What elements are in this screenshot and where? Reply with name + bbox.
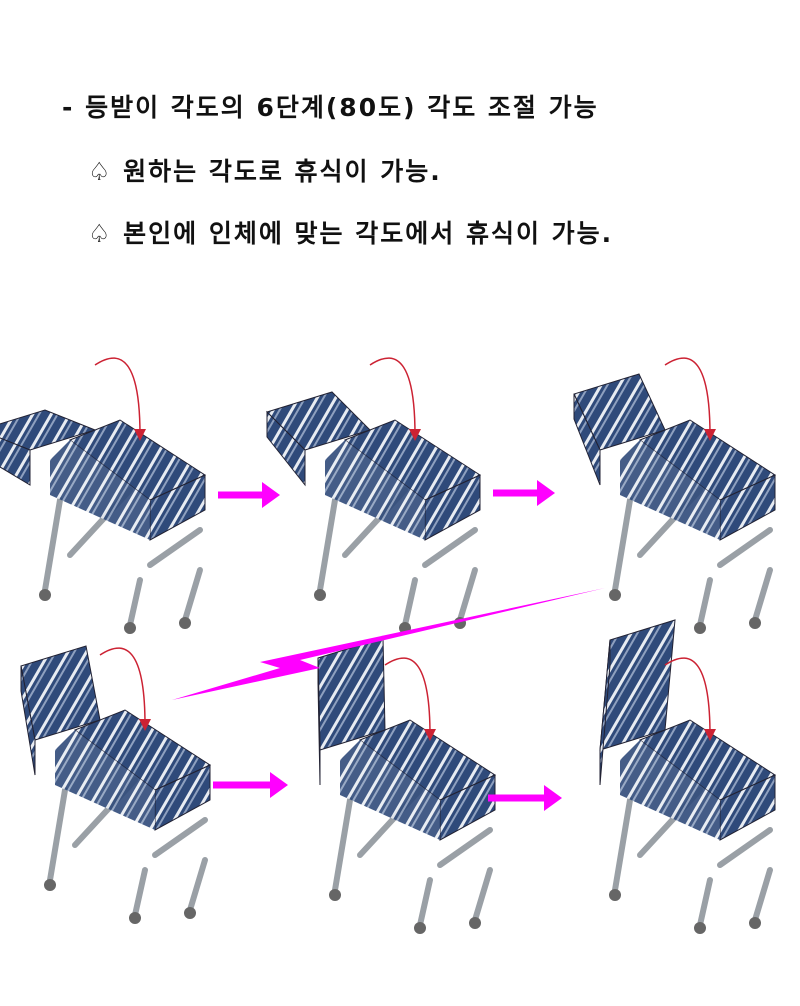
rotation-arrow-icon bbox=[94, 357, 146, 441]
mattress-front bbox=[50, 440, 150, 540]
frame-leg bbox=[132, 867, 148, 918]
frame-leg bbox=[717, 527, 773, 568]
bullet-text: 원하는 각도로 휴식이 가능. bbox=[123, 157, 442, 186]
frame-leg bbox=[317, 497, 338, 593]
wheel bbox=[749, 617, 761, 629]
backrest-side bbox=[0, 437, 31, 486]
bed-step-1 bbox=[0, 357, 207, 634]
frame-leg bbox=[417, 877, 433, 928]
mattress-front bbox=[340, 740, 440, 840]
frame-leg bbox=[42, 497, 63, 593]
frame-leg bbox=[752, 567, 773, 623]
wheel bbox=[414, 922, 426, 934]
wheel bbox=[749, 917, 761, 929]
heading: - 등받이 각도의 6단계(80도) 각도 조절 가능 bbox=[62, 93, 599, 122]
rotation-arrow-icon bbox=[664, 657, 716, 741]
frame-leg bbox=[182, 567, 203, 623]
spade-outline-icon: ♤ bbox=[88, 219, 113, 248]
frame-leg bbox=[697, 877, 713, 928]
frame-leg bbox=[152, 817, 208, 858]
backrest bbox=[317, 637, 386, 751]
backrest bbox=[0, 409, 97, 451]
frame-leg bbox=[752, 867, 773, 923]
mattress-seat bbox=[638, 419, 777, 501]
frame-leg bbox=[612, 797, 633, 893]
rotation-arrow-icon bbox=[99, 647, 151, 731]
mattress-seat bbox=[73, 709, 212, 791]
mattress-front bbox=[620, 740, 720, 840]
frame-leg bbox=[612, 497, 633, 593]
wheel bbox=[469, 917, 481, 929]
frame-leg bbox=[437, 827, 493, 868]
mattress-front bbox=[620, 440, 720, 540]
rotation-arrow-icon bbox=[369, 357, 421, 441]
wheel bbox=[39, 589, 51, 601]
mattress-front bbox=[325, 440, 425, 540]
bed-step-6 bbox=[599, 619, 777, 934]
wheel bbox=[694, 922, 706, 934]
frame-leg bbox=[472, 867, 493, 923]
wheel bbox=[609, 589, 621, 601]
backrest bbox=[599, 619, 676, 751]
next-arrow-head bbox=[270, 772, 288, 798]
frame-leg bbox=[697, 577, 713, 628]
rotation-arrow-icon bbox=[664, 357, 716, 441]
backrest-side bbox=[599, 639, 611, 786]
mattress-seat bbox=[358, 719, 497, 801]
bed-step-2 bbox=[266, 357, 482, 634]
backrest-side bbox=[317, 657, 321, 786]
bed-step-4 bbox=[20, 645, 212, 924]
wheel bbox=[44, 879, 56, 891]
frame-leg bbox=[457, 567, 478, 623]
wheel bbox=[609, 889, 621, 901]
mattress-seat bbox=[68, 419, 207, 501]
mattress-seat bbox=[343, 419, 482, 501]
frame-leg bbox=[402, 577, 418, 628]
bullet-1: ♤ 원하는 각도로 휴식이 가능. bbox=[88, 152, 442, 188]
bullet-text: 본인에 인체에 맞는 각도에서 휴식이 가능. bbox=[123, 219, 614, 248]
rotation-arrow-icon bbox=[384, 657, 436, 741]
frame-leg bbox=[332, 797, 353, 893]
mattress-seat bbox=[638, 719, 777, 801]
frame-leg bbox=[717, 827, 773, 868]
frame-leg bbox=[422, 527, 478, 568]
wheel bbox=[184, 907, 196, 919]
frame-leg bbox=[47, 787, 68, 883]
wheel bbox=[129, 912, 141, 924]
next-arrow-head bbox=[262, 482, 280, 508]
bed-step-5 bbox=[317, 637, 497, 934]
bullet-2: ♤ 본인에 인체에 맞는 각도에서 휴식이 가능. bbox=[88, 214, 613, 250]
backrest-side bbox=[266, 410, 306, 487]
next-arrow-head bbox=[544, 785, 562, 811]
frame-leg bbox=[147, 527, 203, 568]
wheel bbox=[694, 622, 706, 634]
wheel bbox=[124, 622, 136, 634]
wheel bbox=[314, 589, 326, 601]
spade-outline-icon: ♤ bbox=[88, 157, 113, 186]
diagonal-arrow-icon bbox=[172, 588, 605, 700]
wheel bbox=[179, 617, 191, 629]
wheel bbox=[329, 889, 341, 901]
backrest-side bbox=[20, 665, 36, 776]
frame-leg bbox=[127, 577, 143, 628]
frame-leg bbox=[187, 857, 208, 913]
bed-step-3 bbox=[573, 357, 777, 634]
next-arrow-head bbox=[537, 480, 555, 506]
backrest-side bbox=[573, 393, 601, 486]
mattress-front bbox=[55, 730, 155, 830]
